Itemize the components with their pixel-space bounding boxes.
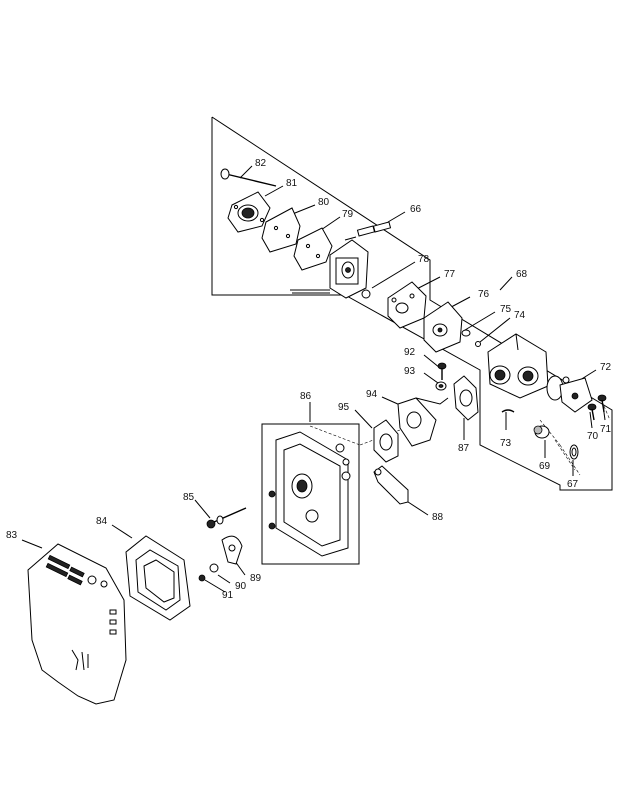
callout-73: 73	[500, 438, 512, 449]
screw-70	[587, 403, 597, 421]
callout-95: 95	[338, 402, 350, 413]
callout-81: 81	[286, 178, 298, 189]
callout-77: 77	[444, 269, 456, 280]
washer-90	[209, 563, 219, 573]
part-75	[461, 329, 471, 337]
callout-93: 93	[404, 366, 416, 377]
screw-71	[597, 394, 607, 413]
pump-body	[290, 239, 371, 299]
carburetor-body-68	[487, 333, 549, 399]
air-cleaner-cover-83	[27, 543, 127, 705]
callout-86: 86	[300, 391, 312, 402]
gasket-81	[227, 191, 271, 233]
callout-68: 68	[516, 269, 528, 280]
knob-69	[533, 425, 550, 439]
gasket-95	[373, 419, 399, 463]
ring-74	[475, 341, 481, 347]
bolt-92	[437, 362, 447, 380]
callout-82: 82	[255, 158, 267, 169]
callout-76: 76	[478, 289, 490, 300]
callout-71: 71	[600, 424, 612, 435]
diaphragm-80	[261, 207, 301, 253]
callout-74: 74	[514, 310, 526, 321]
callout-84: 84	[96, 516, 108, 527]
bolt-85	[206, 507, 247, 529]
bracket-94	[397, 397, 449, 447]
washer-67	[569, 444, 579, 460]
callout-70: 70	[587, 431, 599, 442]
callout-69: 69	[539, 461, 551, 472]
callout-78: 78	[418, 254, 430, 265]
gasket-87	[453, 375, 479, 421]
screw-91	[198, 574, 206, 582]
diaphragm-79	[293, 227, 333, 271]
air-filter-84	[125, 535, 191, 621]
callout-89: 89	[250, 573, 262, 584]
callout-85: 85	[183, 492, 195, 503]
pins-66	[344, 221, 392, 241]
plate-76	[423, 301, 463, 353]
nut-93	[435, 381, 447, 391]
throttle-72	[546, 375, 593, 413]
callout-labels: 82 81 80 79 66 78 77 68 76 75 74 92 72 9…	[6, 158, 612, 601]
callout-91: 91	[222, 590, 234, 601]
callout-72: 72	[600, 362, 612, 373]
intake-group-86	[261, 423, 360, 565]
callout-75: 75	[500, 304, 512, 315]
callout-79: 79	[342, 209, 354, 220]
carburetor-group-frame	[211, 116, 613, 491]
plate-77	[387, 281, 427, 329]
callout-92: 92	[404, 347, 416, 358]
callout-67: 67	[567, 479, 579, 490]
callout-83: 83	[6, 530, 18, 541]
choke-lever-89	[221, 535, 243, 565]
callout-90: 90	[235, 581, 247, 592]
screw-82	[220, 168, 277, 187]
callout-87: 87	[458, 443, 470, 454]
clip-73	[501, 409, 515, 413]
callout-94: 94	[366, 389, 378, 400]
callout-80: 80	[318, 197, 330, 208]
lever-88	[373, 465, 409, 505]
callout-66: 66	[410, 204, 422, 215]
callout-88: 88	[432, 512, 444, 523]
